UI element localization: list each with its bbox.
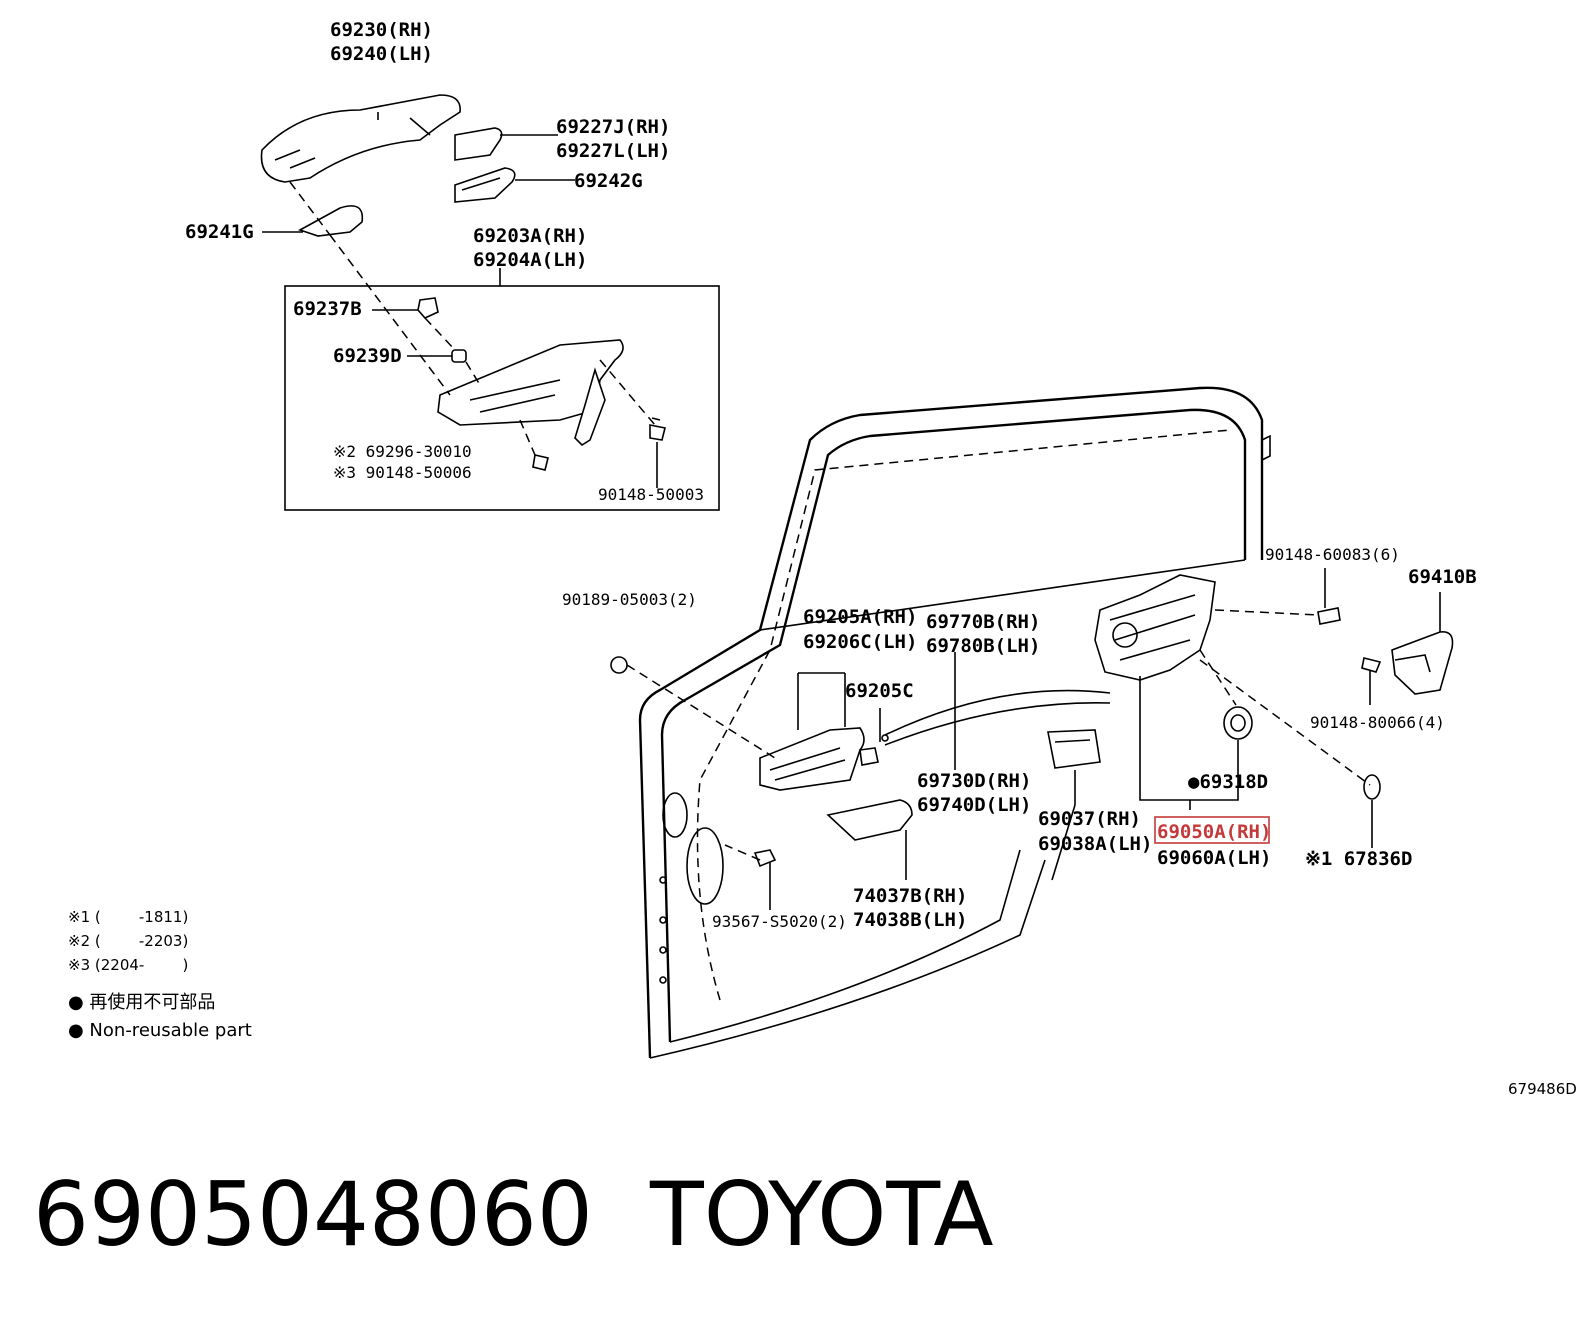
- label-69230: 69230(RH): [330, 19, 433, 41]
- label-69237b: 69237B: [293, 298, 362, 320]
- label-69770b: 69770B(RH): [926, 611, 1040, 633]
- label-69205a: 69205A(RH): [803, 606, 917, 628]
- legend-en: ● Non-reusable part: [68, 1020, 252, 1041]
- label-69318d: ●69318D: [1188, 771, 1268, 793]
- label-69730d: 69730D(RH): [917, 770, 1031, 792]
- part-number: 6905048060: [33, 1163, 593, 1266]
- label-90148-60083: 90148-60083(6): [1265, 545, 1400, 564]
- screw-69296: [532, 454, 549, 471]
- cap-90189: [610, 656, 628, 674]
- frame-assembly-box: [284, 285, 720, 511]
- label-90148-50003: 90148-50003: [598, 485, 704, 504]
- label-69241g: 69241G: [185, 221, 254, 243]
- label-90148-50006: ※3 90148-50006: [333, 463, 472, 482]
- handle-cover-69227: [454, 127, 503, 161]
- cable-69730d: [881, 689, 1111, 746]
- label-69780b: 69780B(LH): [926, 635, 1040, 657]
- diagram-reference: 679486D: [1508, 1080, 1577, 1098]
- note-2: ※2 ( -2203): [68, 932, 188, 950]
- label-69296: ※2 69296-30010: [333, 442, 472, 461]
- outer-handle: [260, 94, 461, 183]
- striker-69410b: [1391, 631, 1454, 695]
- label-69206c: 69206C(LH): [803, 631, 917, 653]
- grommet-69318d: [1223, 706, 1253, 740]
- legend-jp: ● 再使用不可部品: [68, 992, 215, 1013]
- highlight-box-69050a: [1154, 816, 1270, 844]
- label-74037b: 74037B(RH): [853, 885, 967, 907]
- label-69240: 69240(LH): [330, 43, 433, 65]
- door-frame: [638, 386, 1271, 1059]
- label-69050a: 69050A(RH): [1157, 821, 1271, 843]
- door-lock-69050a: [1094, 574, 1216, 681]
- label-69203a: 69203A(RH): [473, 225, 587, 247]
- pad-69239d: [451, 349, 467, 363]
- guide-lines: [289, 181, 1371, 861]
- clip-69237b: [417, 297, 439, 319]
- bezel-69205c: [859, 747, 879, 766]
- trim-74037b: [826, 799, 913, 841]
- remote-control-69037: [1047, 729, 1101, 769]
- label-69239d: 69239D: [333, 345, 402, 367]
- label-69242g: 69242G: [574, 170, 643, 192]
- note-3: ※3 (2204- ): [68, 956, 188, 974]
- screw-90148-60083: [1317, 607, 1341, 625]
- label-69204a: 69204A(LH): [473, 249, 587, 271]
- brand-name: TOYOTA: [649, 1163, 994, 1266]
- handle-pad-69241g: [298, 205, 364, 237]
- label-69060a: 69060A(LH): [1157, 847, 1271, 869]
- label-74038b: 74038B(LH): [853, 909, 967, 931]
- leader-lines: [262, 112, 1441, 910]
- handle-frame-69203a: [437, 339, 624, 447]
- label-69037: 69037(RH): [1038, 808, 1141, 830]
- plug-67836d: [1363, 774, 1381, 800]
- inner-handle-69205a: [759, 727, 865, 791]
- label-67836d: ※1 67836D: [1305, 848, 1412, 870]
- label-69227j: 69227J(RH): [556, 116, 670, 138]
- note-1: ※1 ( -1811): [68, 908, 188, 926]
- handle-pad-69242g: [454, 167, 516, 203]
- label-90189: 90189-05003(2): [562, 590, 697, 609]
- label-69410b: 69410B: [1408, 566, 1477, 588]
- label-69227l: 69227L(LH): [556, 140, 670, 162]
- label-69038a: 69038A(LH): [1038, 833, 1152, 855]
- screw-93567: [753, 849, 777, 868]
- label-90148-80066: 90148-80066(4): [1310, 713, 1445, 732]
- label-69740d: 69740D(LH): [917, 794, 1031, 816]
- label-69205c: 69205C: [845, 680, 914, 702]
- label-93567: 93567-S5020(2): [712, 912, 847, 931]
- screw-90148-80066: [1361, 657, 1382, 673]
- bolt-90148-50003: [649, 417, 666, 441]
